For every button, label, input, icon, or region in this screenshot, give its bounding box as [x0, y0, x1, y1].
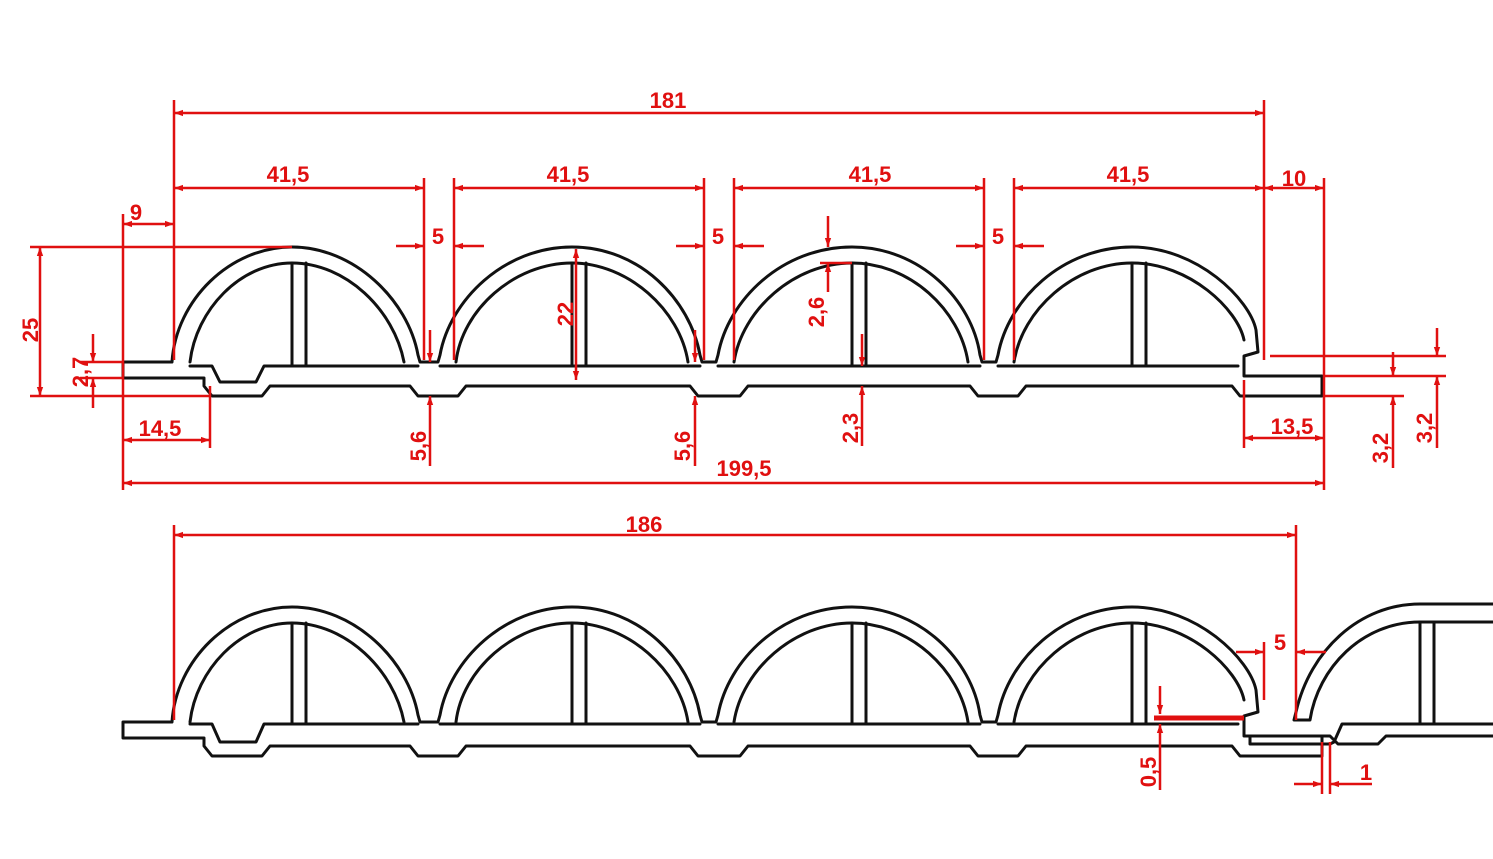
top-profile-outer-outline — [121, 245, 1324, 398]
adjacent-panel-outline — [1248, 602, 1493, 746]
dim-gap-2: 5 — [712, 224, 724, 249]
dim-rib-thickness: 2,3 — [838, 413, 863, 444]
dim-right-groove: 13,5 — [1271, 414, 1314, 439]
bottom-dimensions: 186 5 0,5 1 — [172, 512, 1372, 794]
dim-span-3: 41,5 — [849, 162, 892, 187]
dim-joint-gap: 5 — [1274, 630, 1286, 655]
dim-left-offset: 9 — [130, 200, 142, 225]
dim-span-2: 41,5 — [547, 162, 590, 187]
dim-181: 181 — [650, 88, 687, 113]
dim-inner-height: 22 — [553, 302, 578, 326]
top-profile-inner-base — [188, 364, 1240, 384]
bottom-arch-4-inner — [1012, 621, 1246, 724]
bottom-ribs — [290, 621, 1148, 726]
adjacent-panel-base — [1320, 734, 1493, 746]
dim-overall-bottom: 199,5 — [716, 456, 771, 481]
dim-rib-gap-1: 5,6 — [406, 431, 431, 462]
dim-gap-3: 5 — [992, 224, 1004, 249]
dim-base-thickness-left: 2,7 — [68, 357, 93, 388]
dim-right-offset: 10 — [1282, 166, 1306, 191]
dim-groove-height-2: 3,2 — [1412, 413, 1437, 444]
top-profile — [121, 245, 1324, 398]
dim-left-tongue: 14,5 — [139, 416, 182, 441]
top-dimensions: 181 41,5 41,5 41,5 41,5 10 9 5 5 5 — [18, 88, 1446, 490]
dim-offset-1: 1 — [1360, 760, 1372, 785]
bottom-profile-outer-outline — [121, 605, 1324, 758]
dim-top-thickness: 2,6 — [804, 297, 829, 328]
dim-clearance: 0,5 — [1136, 757, 1161, 788]
top-ribs — [290, 261, 1148, 368]
dim-height-total: 25 — [18, 318, 43, 342]
adjacent-panel-rib — [1418, 620, 1436, 726]
bottom-profile-inner-base — [188, 722, 1240, 744]
dim-gap-1: 5 — [432, 224, 444, 249]
dim-span-1: 41,5 — [267, 162, 310, 187]
dim-groove-height-1: 3,2 — [1368, 433, 1393, 464]
dim-span-4: 41,5 — [1107, 162, 1150, 187]
top-arch-4-inner — [1012, 261, 1246, 364]
dim-rib-gap-2: 5,6 — [670, 431, 695, 462]
dim-overall-186: 186 — [626, 512, 663, 537]
bottom-profile — [121, 602, 1493, 758]
